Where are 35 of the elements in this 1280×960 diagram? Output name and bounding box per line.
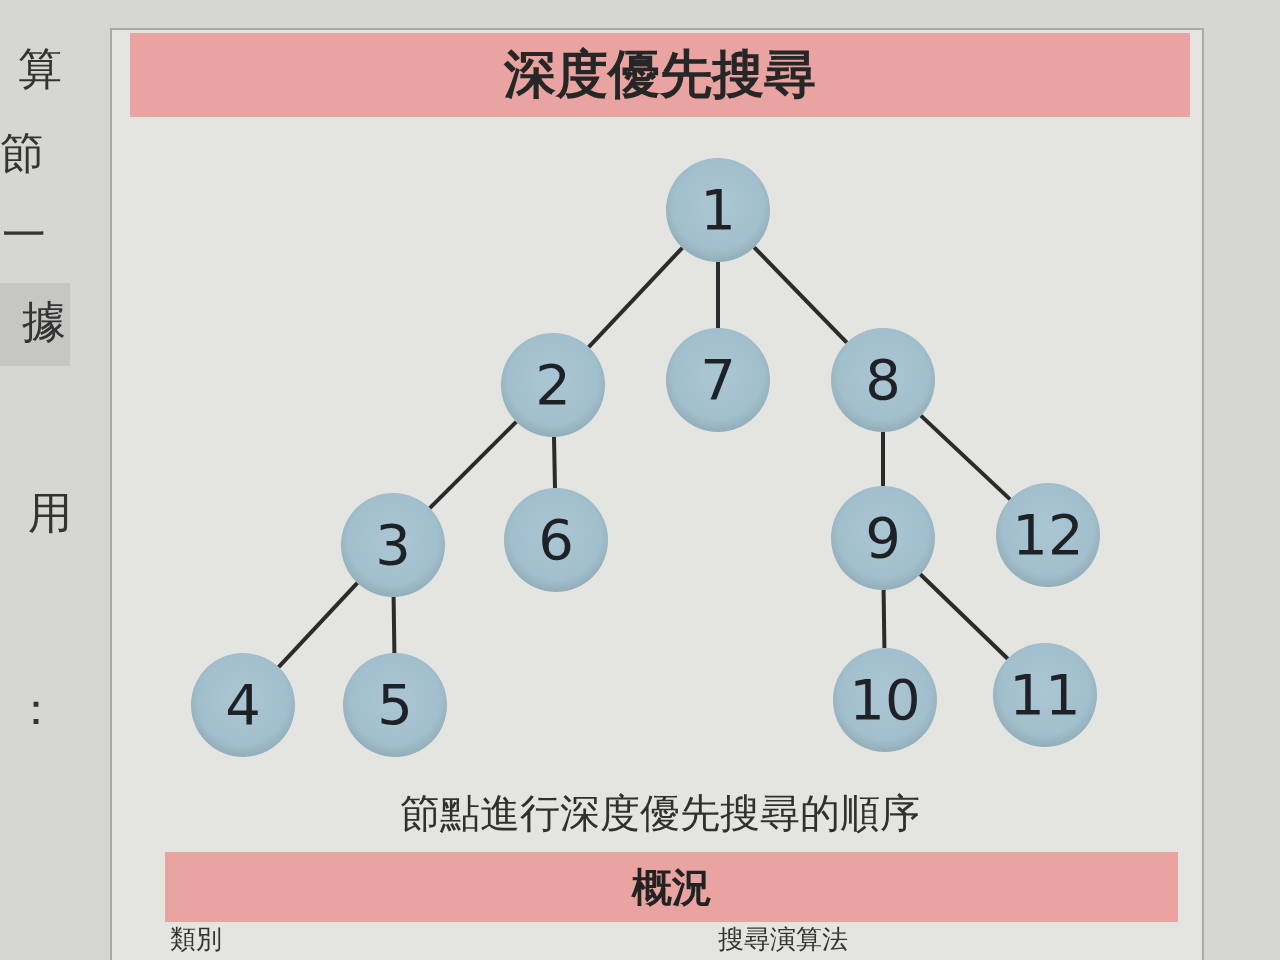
section-heading: 概況 xyxy=(631,862,712,912)
node-number: 9 xyxy=(865,510,901,566)
cropped-text: 節 xyxy=(0,128,44,179)
node-number: 7 xyxy=(700,352,736,408)
cropped-text: 算 xyxy=(18,44,62,95)
node-number: 10 xyxy=(849,672,921,728)
node-number: 8 xyxy=(865,352,901,408)
node-number: 4 xyxy=(225,677,261,733)
node-number: 11 xyxy=(1009,667,1081,723)
connector-line xyxy=(919,414,1012,501)
connector-line xyxy=(752,245,849,345)
connector-line xyxy=(587,246,684,349)
connector-line xyxy=(881,589,887,649)
node-number: 2 xyxy=(535,357,571,413)
connector-line xyxy=(716,262,720,328)
section-header-band xyxy=(165,852,1178,922)
node-number: 12 xyxy=(1012,507,1084,563)
node-number: 3 xyxy=(375,517,411,573)
connector-line xyxy=(918,572,1010,661)
row-label: 類別 xyxy=(170,925,222,955)
connector-line xyxy=(881,432,885,486)
figure-caption: 節點進行深度優先搜尋的順序 xyxy=(399,790,921,836)
connector-line xyxy=(552,436,557,489)
connector-line xyxy=(428,420,518,510)
connector-line xyxy=(277,581,359,669)
node-number: 5 xyxy=(377,677,413,733)
row-value: 搜尋演算法 xyxy=(718,925,848,955)
node-number: 6 xyxy=(538,512,574,568)
node-number: 1 xyxy=(700,182,736,238)
diagram-title: 深度優先搜尋 xyxy=(504,43,816,106)
cropped-text: 用 xyxy=(28,488,72,539)
connector-line xyxy=(391,596,397,654)
cropped-text: 一 xyxy=(2,210,46,261)
cropped-text: ： xyxy=(14,684,58,735)
highlighted-text: 據 xyxy=(0,283,70,366)
